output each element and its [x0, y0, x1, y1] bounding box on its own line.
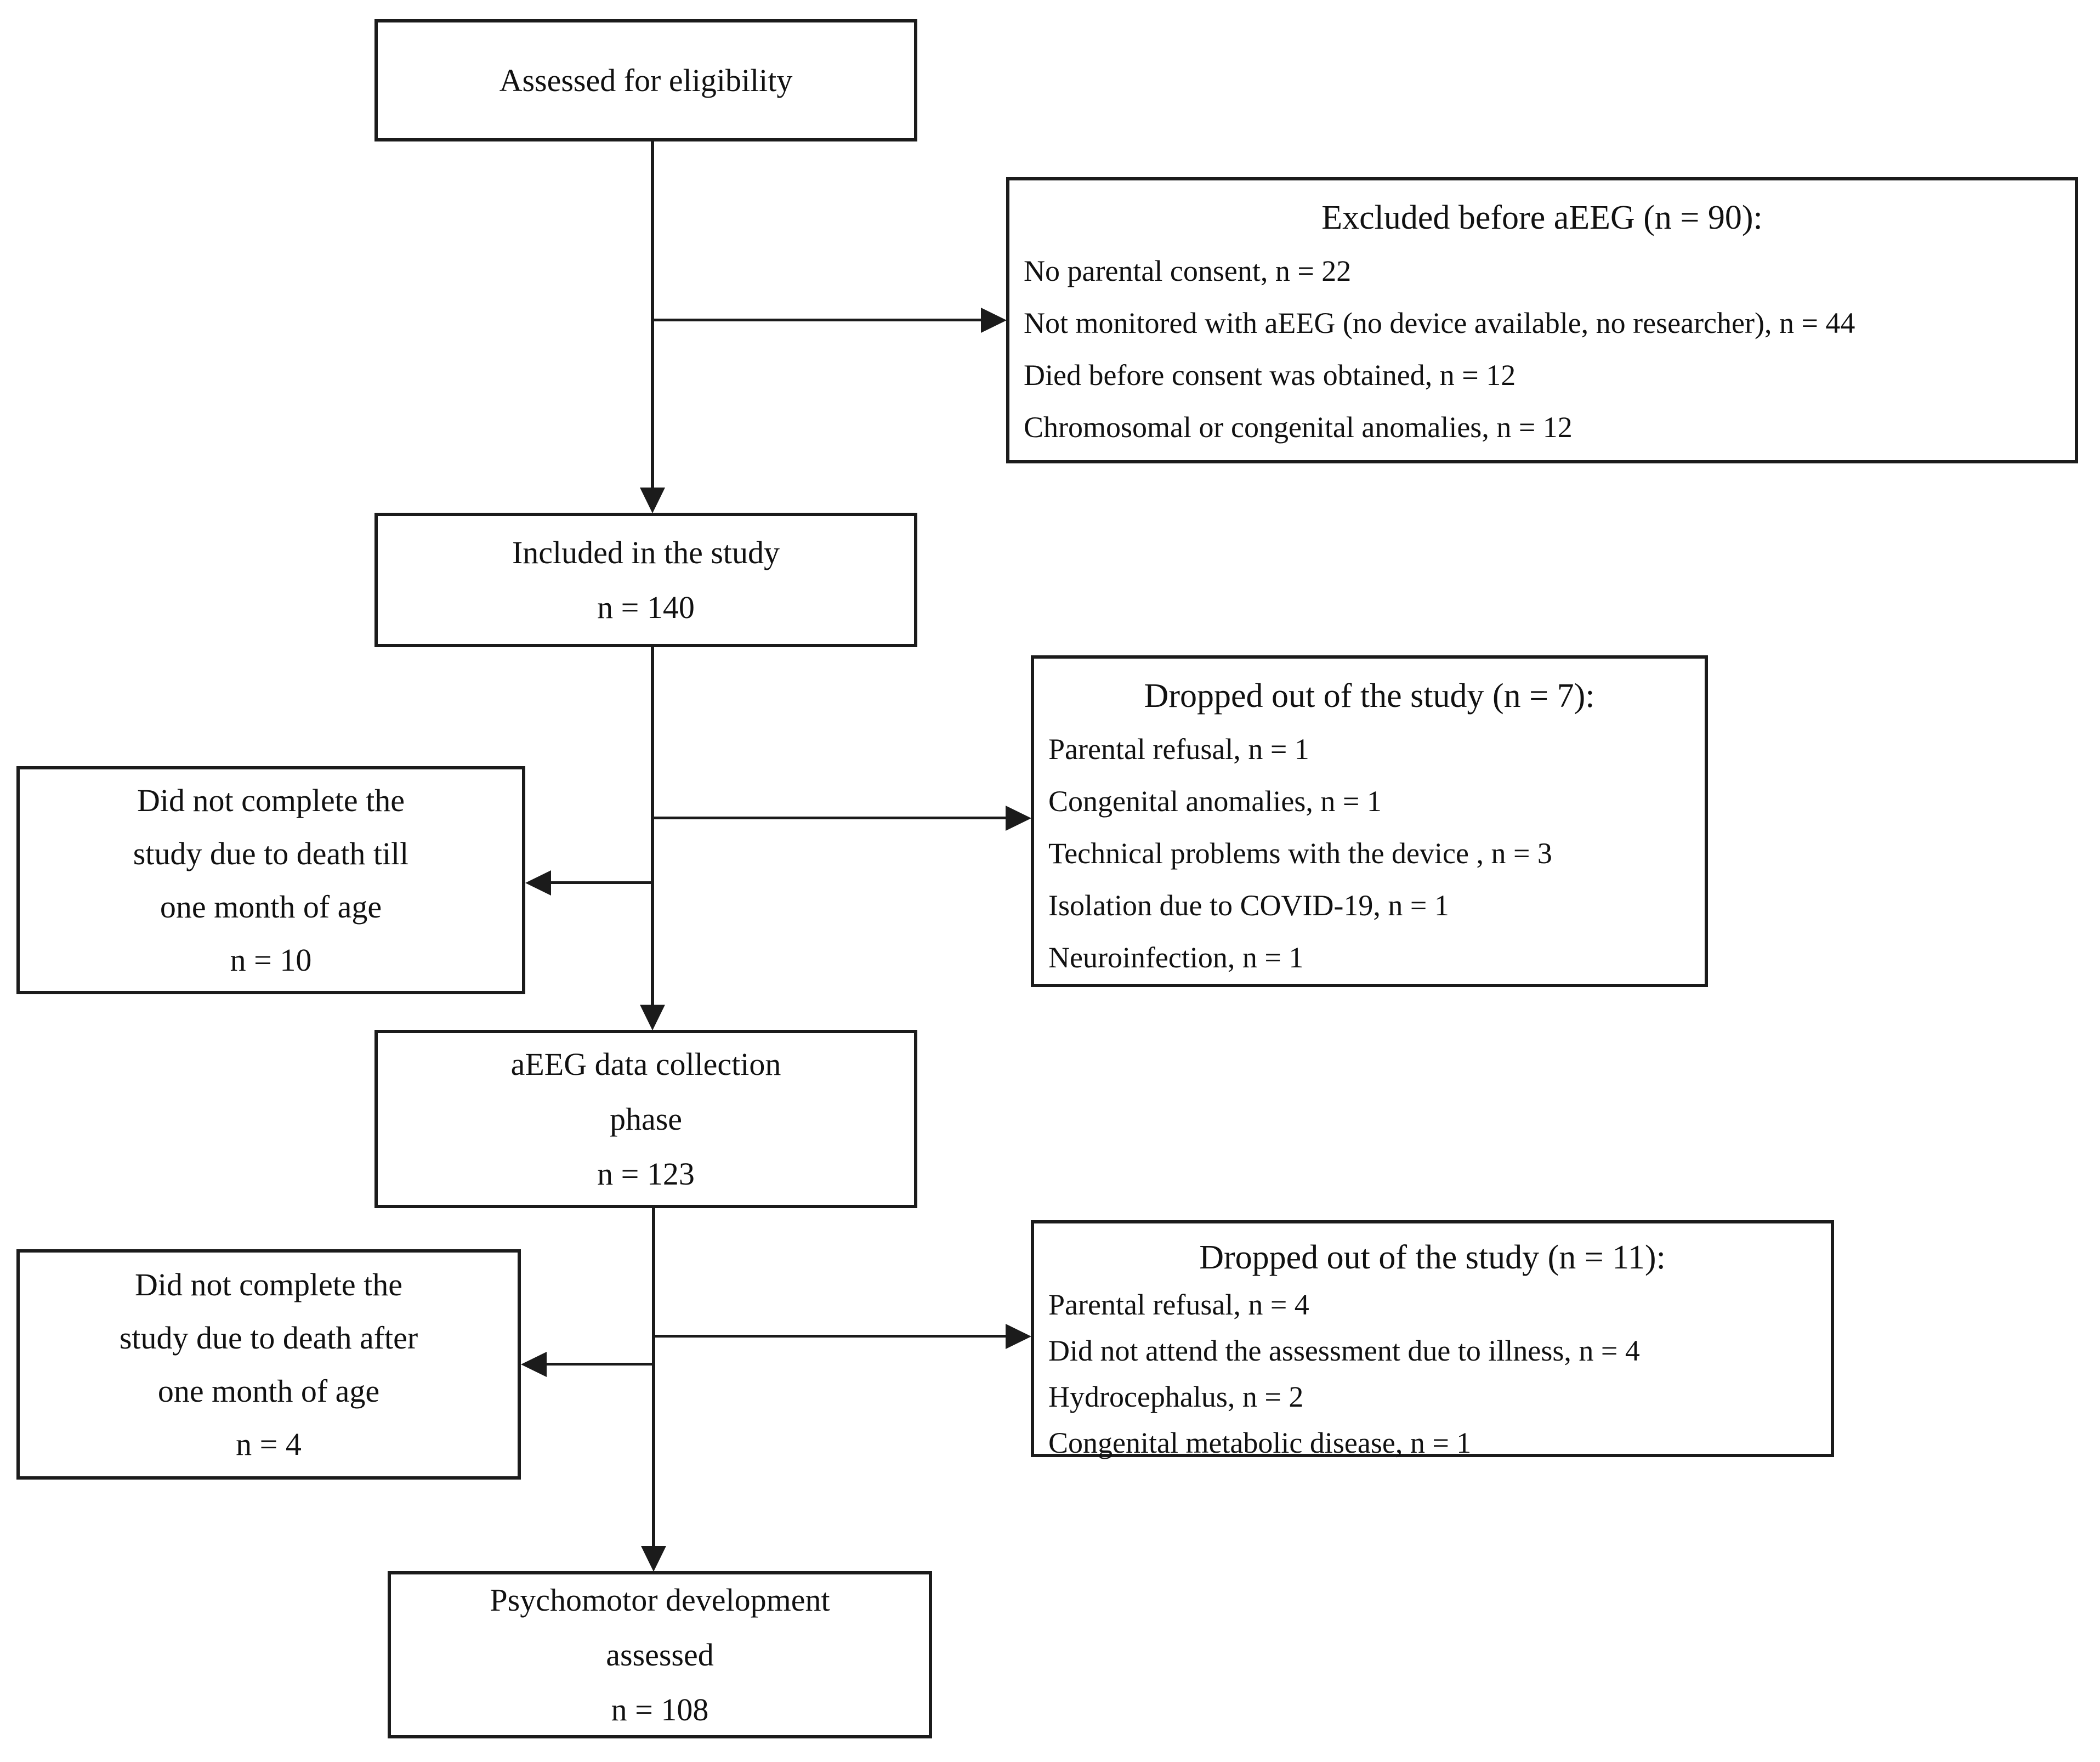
connector-to-dropped2 [654, 1335, 1006, 1338]
connector-to-death1 [550, 881, 652, 884]
connector-to-death2 [546, 1363, 654, 1366]
box-excluded-before-aeeg: Excluded before aEEG (n = 90): No parent… [1006, 177, 2078, 463]
connector-included-to-aeeg [651, 647, 654, 1005]
box-psychomotor-assessed: Psychomotor development assessed n = 108 [388, 1571, 932, 1738]
dropped2-item: Did not attend the assessment due to ill… [1048, 1334, 1640, 1367]
dropped2-item: Congenital metabolic disease, n = 1 [1048, 1426, 1472, 1459]
dropped1-item: Parental refusal, n = 1 [1048, 733, 1309, 766]
box-death-before-one-month: Did not complete the study due to death … [16, 766, 525, 994]
death1-line: Did not complete the [137, 783, 405, 818]
aeeg-line: aEEG data collection [510, 1046, 781, 1082]
excluded-item: Not monitored with aEEG (no device avail… [1024, 307, 1855, 339]
arrowhead-into-excluded [981, 308, 1007, 333]
dropped1-item: Technical problems with the device , n =… [1048, 837, 1552, 870]
death2-line: Did not complete the [134, 1267, 403, 1302]
box-dropped-out-n11: Dropped out of the study (n = 11): Paren… [1031, 1220, 1834, 1459]
death1-line: study due to death till [133, 836, 409, 871]
excluded-item: Died before consent was obtained, n = 12 [1024, 359, 1516, 392]
arrowhead-into-included [640, 488, 665, 513]
arrowhead-into-psychomotor [641, 1546, 666, 1572]
box-dropped-out-n7: Dropped out of the study (n = 7): Parent… [1031, 655, 1708, 987]
box-assessed-for-eligibility: Assessed for eligibility [374, 19, 917, 141]
dropped1-item: Neuroinfection, n = 1 [1048, 941, 1304, 974]
arrowhead-into-aeeg [640, 1005, 665, 1030]
connector-to-dropped1 [652, 817, 1006, 819]
arrowhead-into-death2 [521, 1352, 547, 1377]
box-death-after-one-month: Did not complete the study due to death … [16, 1249, 521, 1480]
box-aeeg-data-collection: aEEG data collection phase n = 123 [374, 1030, 917, 1208]
arrowhead-into-dropped1 [1006, 806, 1031, 831]
arrowhead-into-dropped2 [1006, 1324, 1031, 1349]
aeeg-count: n = 123 [597, 1155, 695, 1192]
dropped1-title: Dropped out of the study (n = 7): [1144, 677, 1595, 715]
connector-aeeg-to-psychomotor [652, 1208, 655, 1546]
dropped2-item: Parental refusal, n = 4 [1048, 1288, 1309, 1321]
connector-assessed-to-included [651, 141, 654, 488]
dropped1-item: Congenital anomalies, n = 1 [1048, 785, 1382, 818]
included-count: n = 140 [597, 589, 695, 625]
assessed-text: Assessed for eligibility [499, 62, 793, 98]
excluded-item: Chromosomal or congenital anomalies, n =… [1024, 411, 1573, 444]
connector-to-excluded [652, 319, 981, 321]
psychomotor-line: assessed [606, 1636, 714, 1673]
excluded-item: No parental consent, n = 22 [1024, 254, 1352, 287]
box-included-in-study: Included in the study n = 140 [374, 513, 917, 647]
included-line: Included in the study [512, 534, 780, 570]
arrowhead-into-death1 [525, 870, 551, 896]
psychomotor-line: Psychomotor development [490, 1582, 830, 1618]
psychomotor-count: n = 108 [611, 1691, 709, 1727]
excluded-title: Excluded before aEEG (n = 90): [1321, 199, 1763, 236]
dropped2-item: Hydrocephalus, n = 2 [1048, 1380, 1304, 1413]
dropped1-item: Isolation due to COVID-19, n = 1 [1048, 889, 1449, 922]
death2-line: study due to death after [119, 1320, 418, 1356]
death1-count: n = 10 [230, 942, 312, 978]
death1-line: one month of age [160, 889, 382, 925]
death2-line: one month of age [157, 1373, 380, 1409]
aeeg-line: phase [609, 1101, 683, 1137]
death2-count: n = 4 [236, 1426, 302, 1462]
dropped2-title: Dropped out of the study (n = 11): [1199, 1239, 1666, 1276]
